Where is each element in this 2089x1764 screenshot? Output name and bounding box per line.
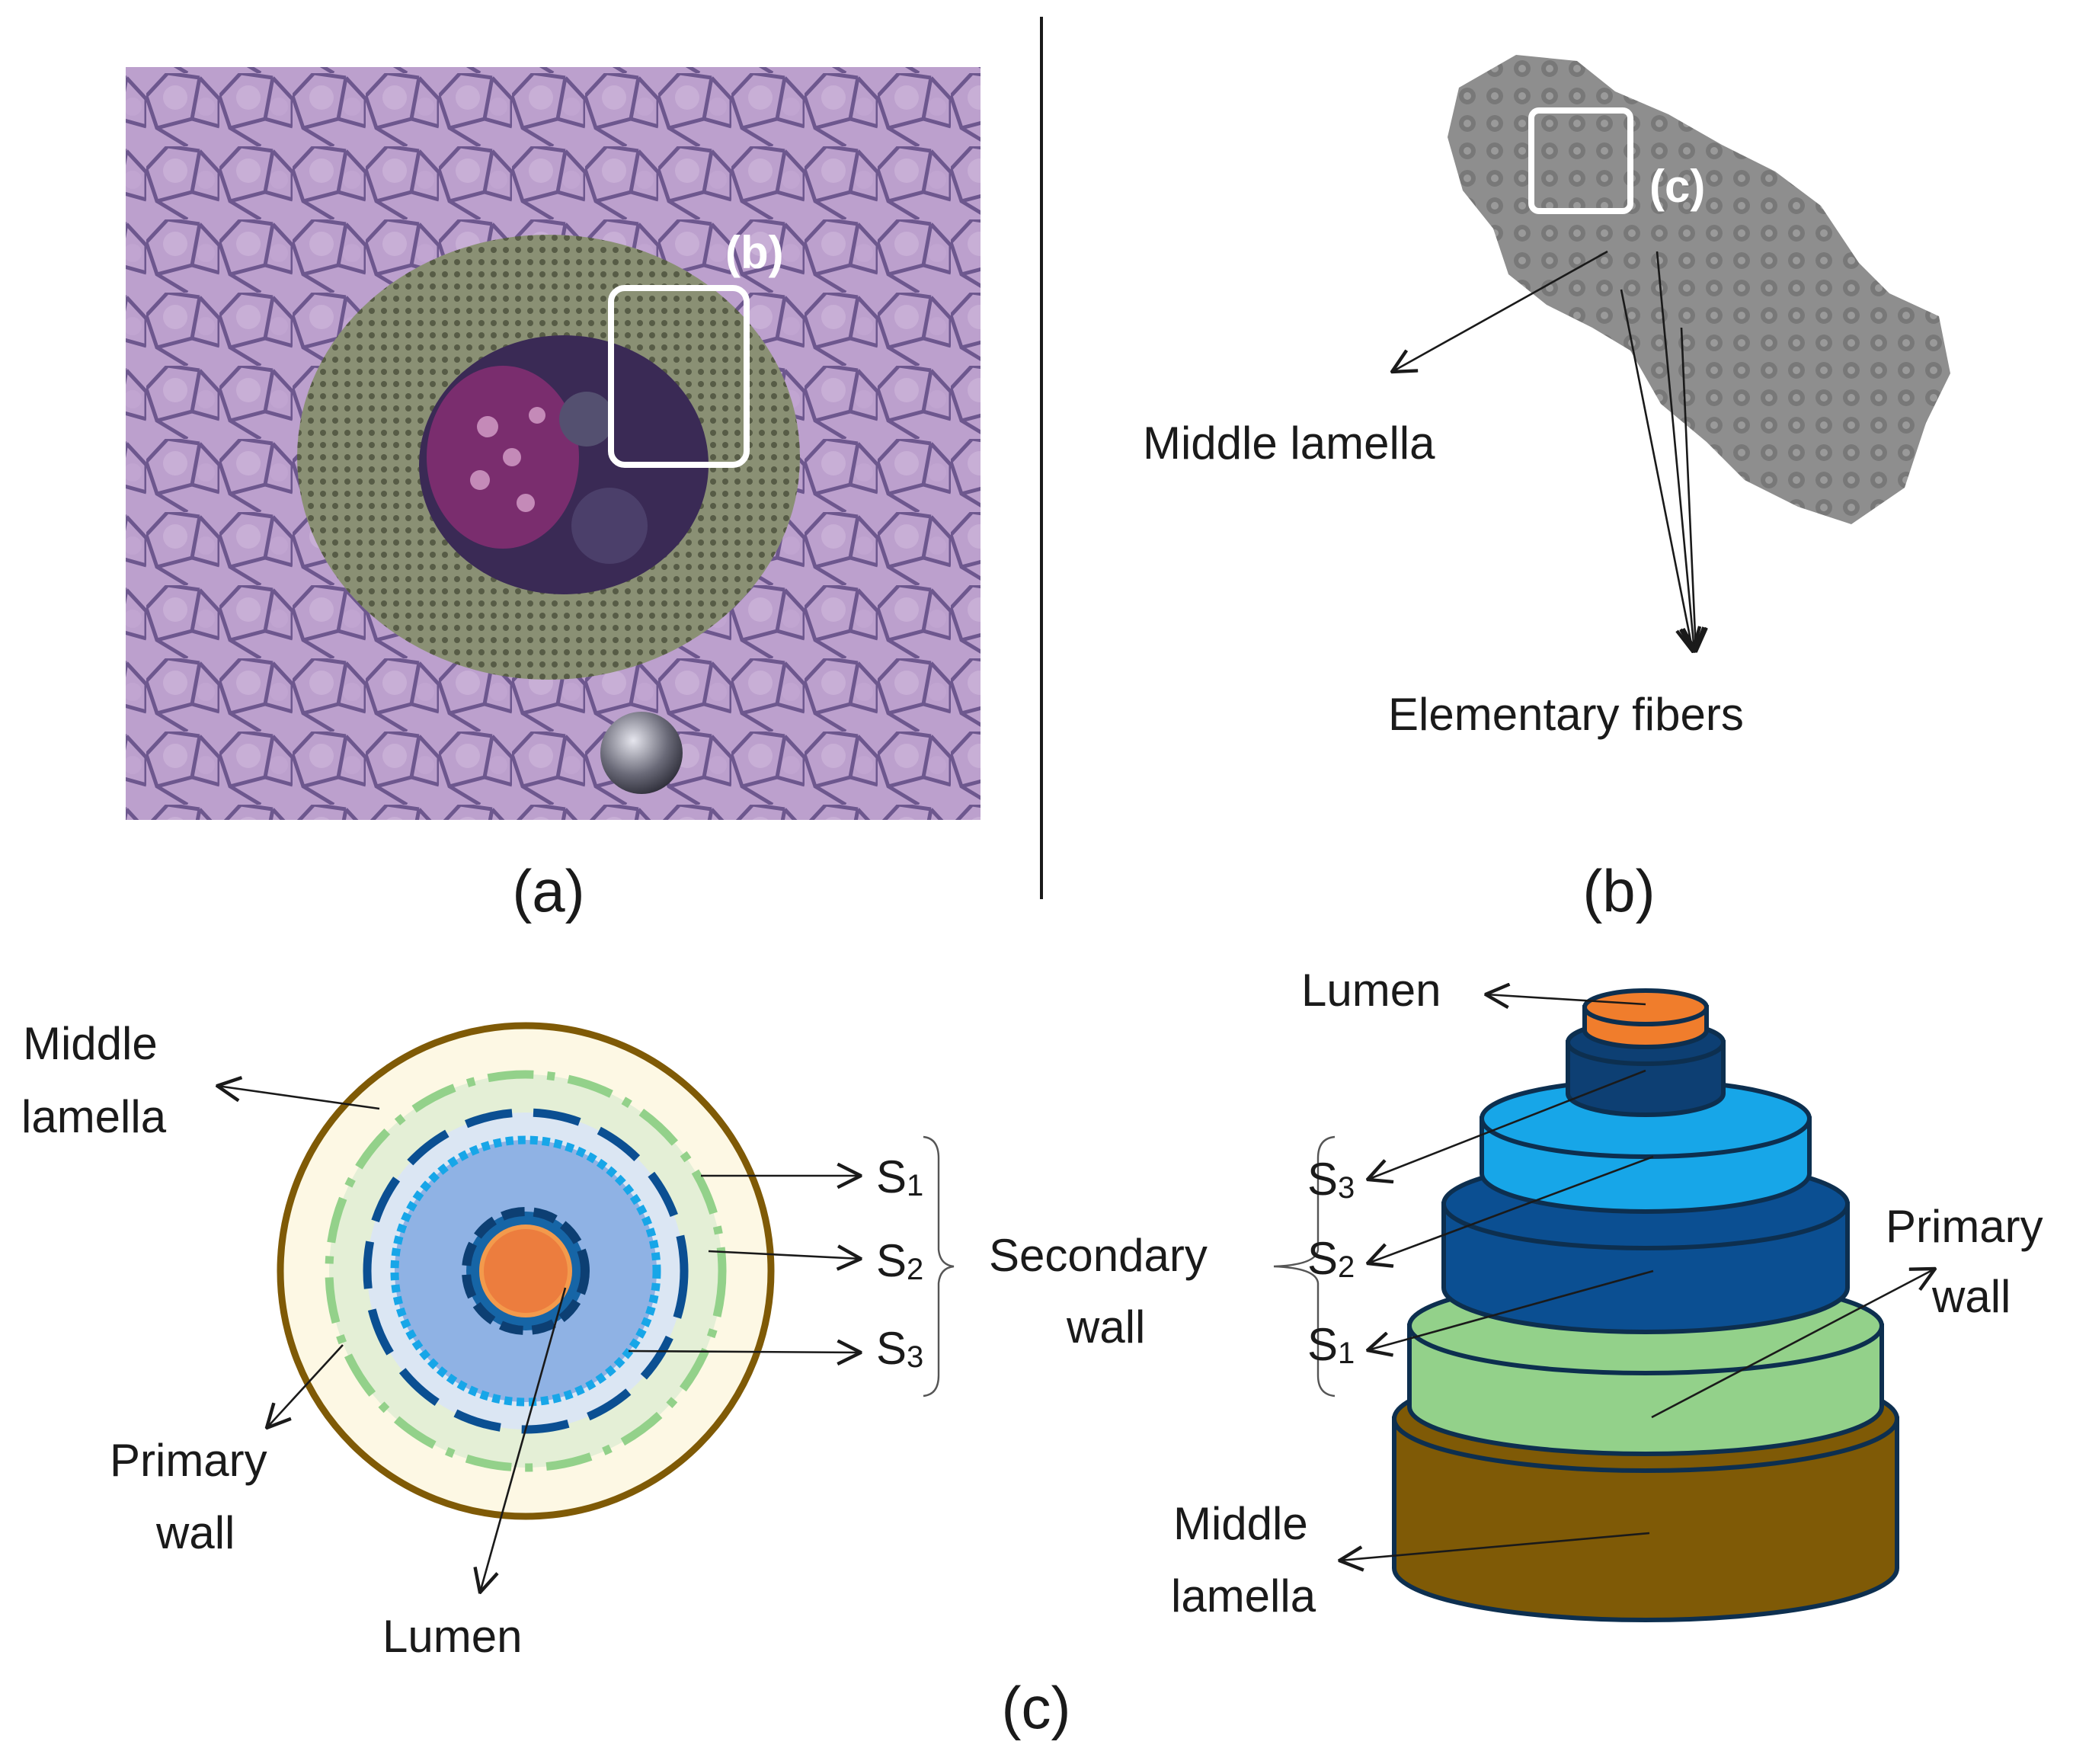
caption-a: (a) bbox=[512, 857, 584, 924]
cylinder-diagram bbox=[1392, 988, 1899, 1622]
cylinder-lumen-arrow bbox=[1486, 994, 1646, 1004]
cylinder-lumen-top bbox=[1582, 988, 1709, 1026]
label-lumen-cylinder: Lumen bbox=[1301, 965, 1441, 1016]
panel-b: (c) Middle lamella Elementary fibers bbox=[1143, 55, 1950, 740]
cylinder-annotations: Lumen S3 S2 S1 Primary wall Middle lamel… bbox=[1171, 965, 2043, 1622]
s2-arrow-c bbox=[708, 1251, 861, 1259]
label-middle-lamella-c-line2: lamella bbox=[21, 1091, 167, 1142]
cylinder-s1-arrow bbox=[1368, 1269, 1654, 1350]
middle-lamella-arrow-c bbox=[217, 1086, 380, 1110]
label-primary-wall-c-line2: wall bbox=[155, 1507, 235, 1558]
lumen-core bbox=[479, 1225, 572, 1317]
label-primary-wall-cylinder-line1: Primary bbox=[1886, 1201, 2043, 1252]
label-secondary-wall-line2: wall bbox=[1066, 1301, 1145, 1353]
caption-c: (c) bbox=[1002, 1674, 1071, 1741]
middle-lamella-arrow bbox=[1392, 250, 1608, 372]
panel-a: (b) bbox=[126, 67, 981, 820]
lumen-arrow-c bbox=[480, 1287, 567, 1593]
label-s1-cylinder: S1 bbox=[1307, 1319, 1355, 1370]
air-bubble bbox=[600, 712, 683, 794]
cylinder-s3-arrow bbox=[1368, 1069, 1646, 1180]
elementary-fiber-arrow-2 bbox=[1656, 251, 1694, 651]
label-middle-lamella-b: Middle lamella bbox=[1143, 418, 1435, 469]
label-lumen-c: Lumen bbox=[382, 1611, 522, 1662]
label-primary-wall-c-line1: Primary bbox=[110, 1435, 267, 1486]
inset-label-c: (c) bbox=[1649, 161, 1705, 212]
cylinder-s2-arrow bbox=[1368, 1155, 1654, 1263]
cross-section-diagram: Middle lamella Primary wall Lumen S1 S2 … bbox=[21, 1018, 1336, 1662]
label-s3-cylinder: S3 bbox=[1307, 1154, 1355, 1205]
label-primary-wall-cylinder-line2: wall bbox=[1931, 1271, 2011, 1322]
label-middle-lamella-cylinder-line2: lamella bbox=[1171, 1570, 1316, 1622]
cylinder-middle-lamella-body bbox=[1392, 1417, 1899, 1622]
s3-arrow-c bbox=[628, 1351, 861, 1353]
inset-box-b bbox=[608, 285, 750, 468]
caption-b: (b) bbox=[1582, 857, 1655, 924]
label-s2-cylinder: S2 bbox=[1307, 1233, 1355, 1284]
inset-label-b: (b) bbox=[725, 227, 784, 278]
label-middle-lamella-cylinder-line1: Middle bbox=[1173, 1498, 1308, 1549]
fiber-bundle bbox=[1448, 55, 1950, 524]
vascular-bundle-ring bbox=[297, 235, 800, 680]
label-middle-lamella-c-line1: Middle bbox=[23, 1018, 158, 1069]
cylinder-middle-lamella-arrow bbox=[1339, 1532, 1650, 1561]
primary-wall-arrow-c bbox=[267, 1344, 344, 1428]
secondary-wall-brace-right bbox=[1273, 1135, 1336, 1397]
label-secondary-wall-line1: Secondary bbox=[989, 1230, 1208, 1281]
inset-box-c bbox=[1528, 107, 1633, 214]
label-s2-c: S2 bbox=[876, 1235, 923, 1286]
cylinder-primary-wall-arrow bbox=[1651, 1269, 1935, 1419]
secondary-wall-brace-left bbox=[923, 1135, 955, 1397]
label-s3-c: S3 bbox=[876, 1323, 923, 1374]
label-elementary-fibers: Elementary fibers bbox=[1388, 689, 1744, 740]
elementary-fiber-arrow-1 bbox=[1620, 289, 1693, 651]
elementary-fiber-arrow-3 bbox=[1680, 327, 1696, 651]
label-s1-c: S1 bbox=[876, 1151, 923, 1202]
